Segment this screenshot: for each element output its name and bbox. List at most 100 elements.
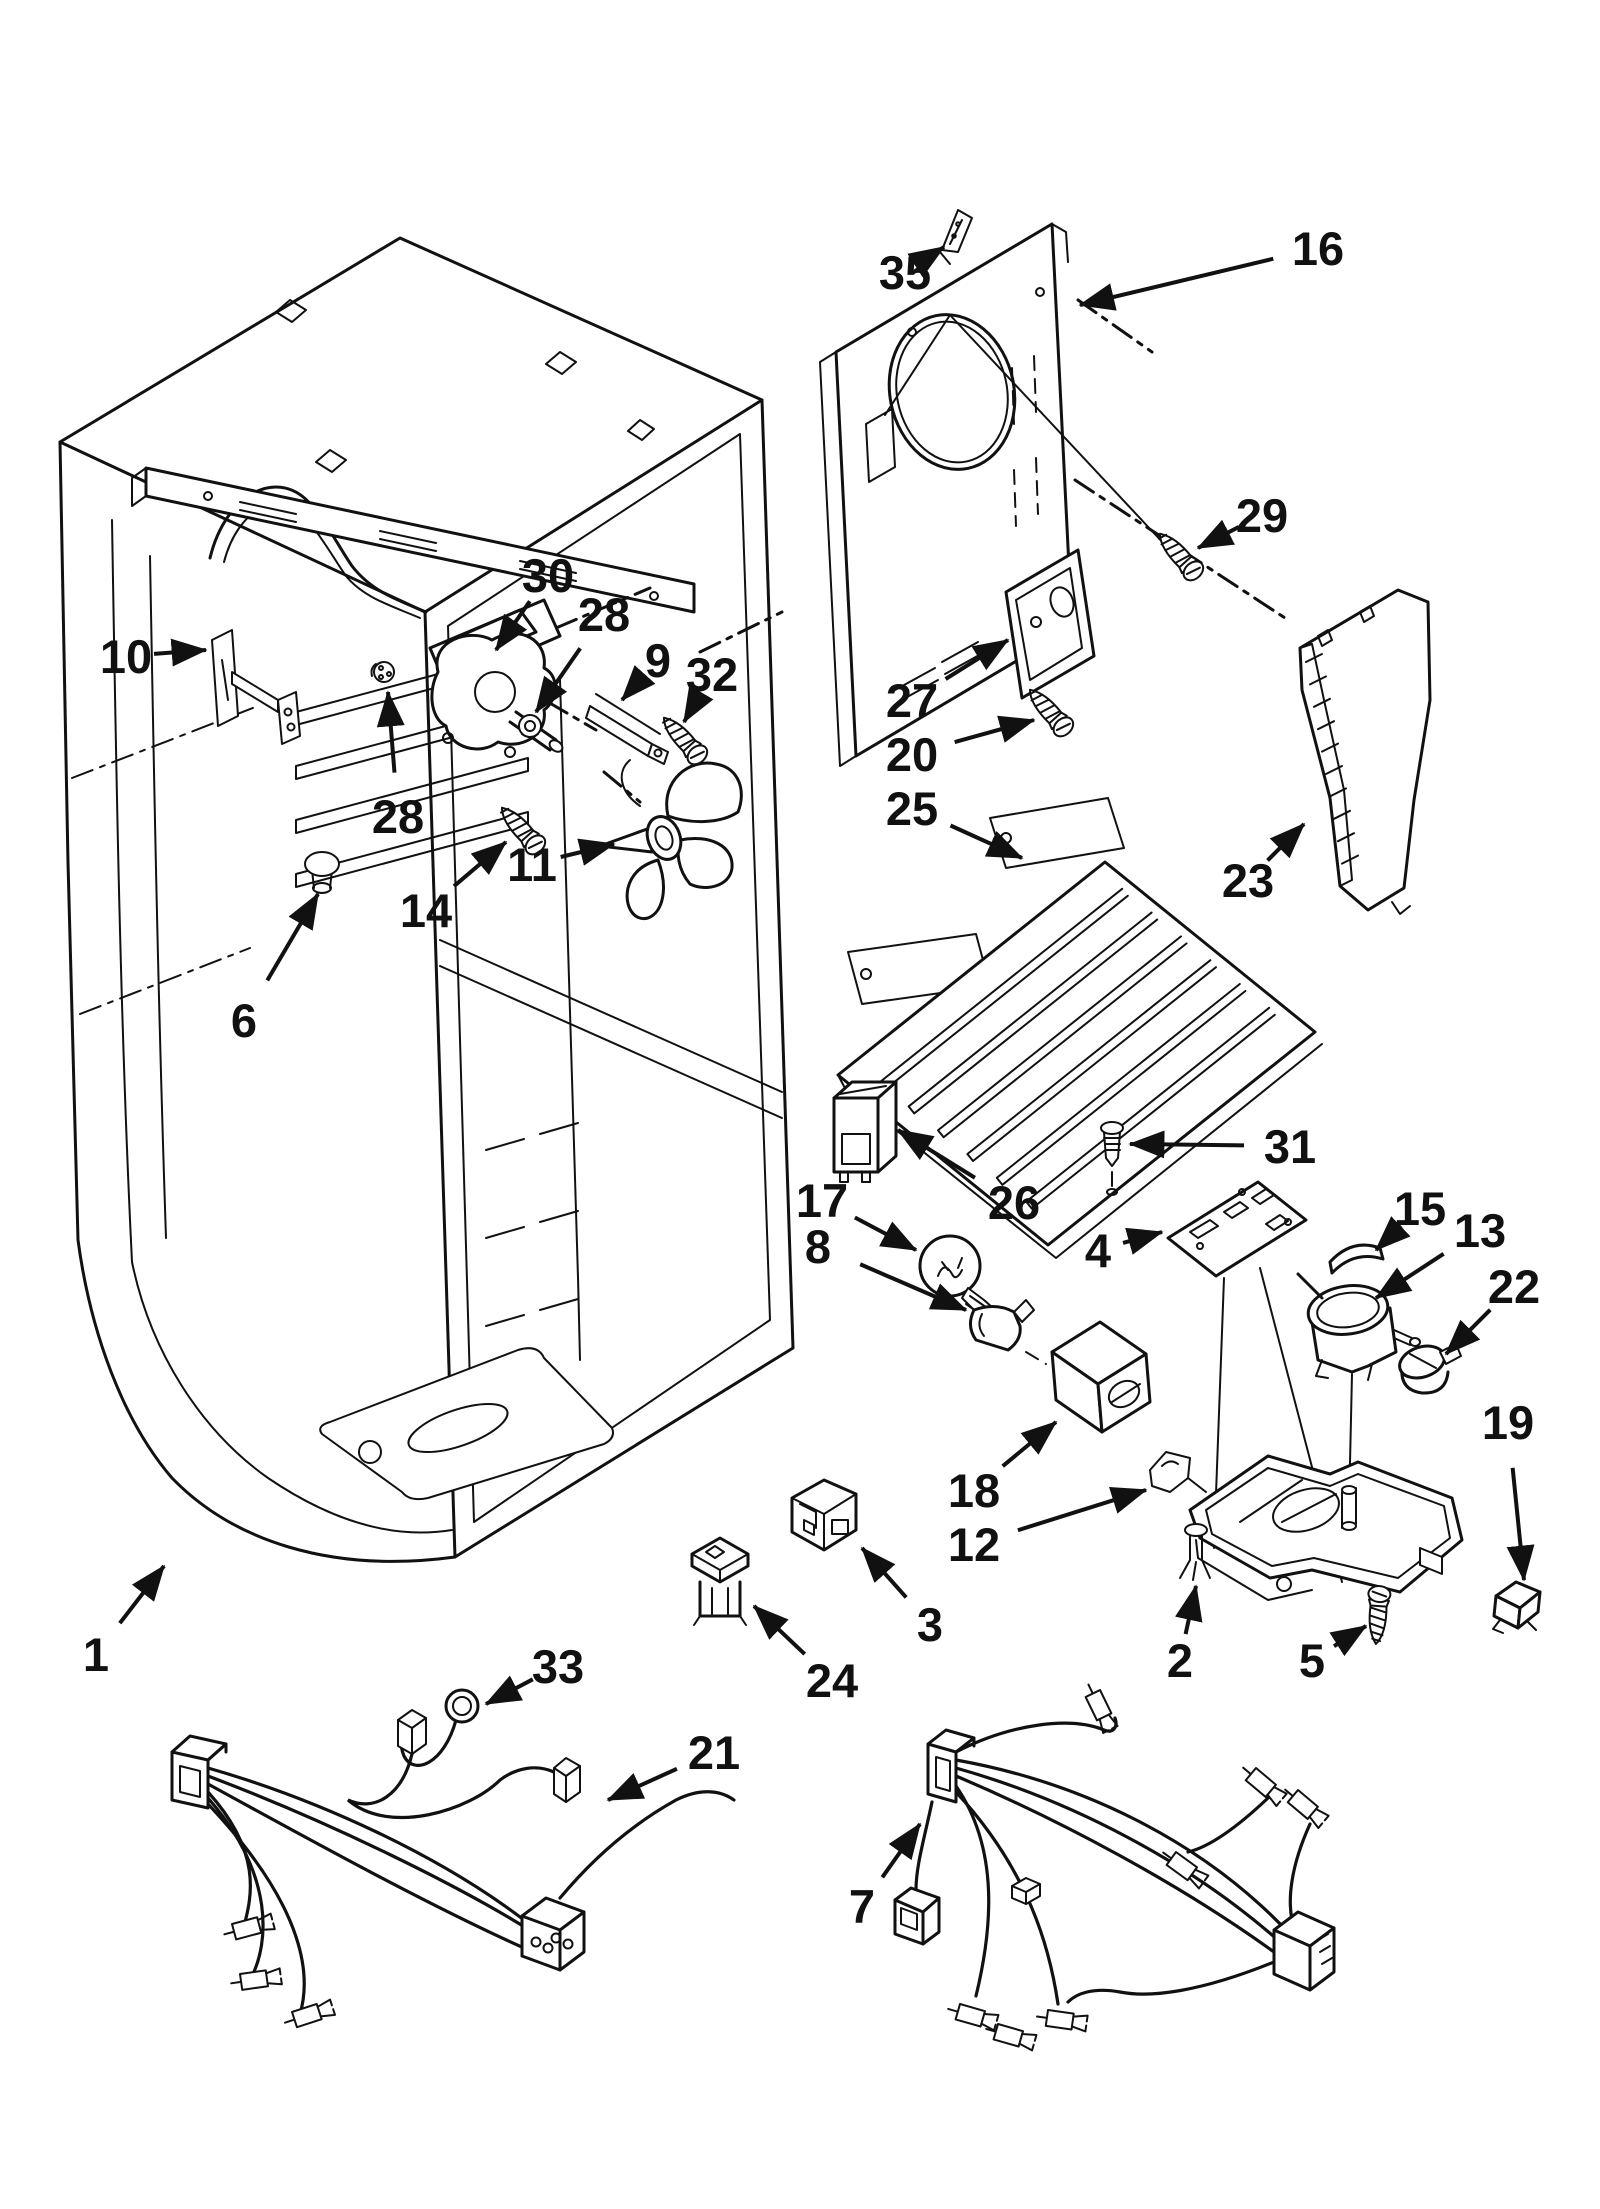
callout-number: 13 [1454, 1204, 1506, 1257]
motor-bracket [585, 693, 669, 765]
callout-31-push-pin: 31 [1128, 1120, 1316, 1173]
evaporator [836, 797, 1323, 1259]
callout-20-screw: 20 [886, 715, 1036, 781]
callout-number: 1 [83, 1628, 109, 1681]
callout-arrow [452, 840, 508, 888]
callout-number: 29 [1236, 489, 1288, 542]
air-duct-grille [1305, 653, 1359, 865]
callout-arrow [560, 838, 616, 866]
grommet [518, 714, 542, 738]
callout-arrow [949, 823, 1024, 860]
callout-number: 28 [578, 588, 630, 641]
callout-7-wiring-harness: 7 [849, 1822, 922, 1933]
thermostat [1296, 1272, 1421, 1553]
callout-arrow [907, 245, 946, 278]
callout-26-relay: 26 [896, 1128, 1040, 1229]
fan-blade [598, 759, 743, 921]
callout-25-evaporator: 25 [886, 782, 1024, 860]
callout-arrow [880, 1822, 922, 1879]
callout-number: 21 [688, 1726, 740, 1779]
callout-arrow [265, 892, 320, 982]
callout-arrow [1506, 1467, 1535, 1582]
thermistor [397, 1688, 480, 1767]
callout-number: 15 [1394, 1182, 1446, 1235]
bulb-socket [969, 1299, 1047, 1365]
callout-23-air-duct: 23 [1222, 822, 1306, 907]
switch [690, 1536, 750, 1626]
callout-2-push-fastener: 2 [1167, 1584, 1203, 1687]
callout-arrow [484, 1675, 534, 1706]
callout-arrow [494, 600, 532, 652]
callout-number: 9 [645, 634, 671, 687]
retainer-clip [1328, 1243, 1385, 1275]
callout-3-wire-clip: 3 [860, 1546, 943, 1651]
callout-number: 30 [522, 549, 574, 602]
callout-arrow [1374, 1252, 1445, 1300]
callout-arrow [1001, 1420, 1058, 1468]
callout-15-retainer-clip: 15 [1374, 1182, 1446, 1252]
cover-clip [939, 209, 973, 265]
callout-12-console-bracket: 12 [948, 1486, 1148, 1571]
callout-arrow [1444, 1308, 1492, 1356]
liner [58, 236, 795, 1563]
callout-number: 19 [1482, 1396, 1534, 1449]
callout-arrow [1078, 256, 1274, 311]
callout-number: 22 [1488, 1260, 1540, 1313]
liner-shelves [295, 649, 579, 1327]
callout-33-thermistor: 33 [484, 1640, 584, 1706]
callout-14-screw: 14 [400, 840, 508, 937]
callout-18-light-lens: 18 [948, 1420, 1058, 1517]
air-duct [1298, 588, 1432, 915]
push-pin [1100, 1121, 1124, 1196]
callout-number: 32 [686, 648, 738, 701]
grommet [370, 661, 395, 683]
callout-arrow [606, 1766, 678, 1802]
push-fastener [1179, 1523, 1211, 1581]
callout-9-motor-bracket: 9 [620, 634, 671, 702]
callout-13-thermostat: 13 [1374, 1204, 1506, 1300]
access-plate [1004, 548, 1096, 700]
callout-number: 6 [231, 994, 257, 1047]
callout-19-clip: 19 [1482, 1396, 1535, 1582]
plug-button [304, 851, 340, 894]
callout-arrow [1175, 1584, 1203, 1635]
callout-arrow [752, 1604, 807, 1656]
callout-number: 26 [988, 1176, 1040, 1229]
callout-arrow [534, 647, 582, 714]
callout-32-screw: 32 [682, 648, 738, 724]
wiring-harness-right [893, 1680, 1336, 2052]
callout-arrow [1374, 1216, 1411, 1252]
callout-number: 17 [796, 1174, 848, 1227]
callout-number: 25 [886, 782, 938, 835]
callout-number: 2 [1167, 1634, 1193, 1687]
callout-number: 14 [400, 884, 452, 937]
callout-arrow [954, 715, 1036, 745]
clip [1492, 1580, 1542, 1634]
callout-arrow [860, 1546, 908, 1599]
callout-30-fan-motor: 30 [494, 549, 574, 652]
callout-number: 18 [948, 1464, 1000, 1517]
callout-number: 10 [100, 630, 152, 683]
callout-number: 33 [532, 1640, 584, 1693]
relay [832, 1080, 898, 1183]
callout-4-control-board: 4 [1085, 1224, 1164, 1277]
callout-24-switch: 24 [752, 1604, 858, 1707]
callout-arrow [376, 690, 405, 773]
callout-number: 5 [1299, 1634, 1325, 1687]
callout-arrow [944, 638, 1010, 681]
callout-arrow [896, 1128, 976, 1180]
callout-number: 16 [1292, 222, 1344, 275]
callout-number: 3 [917, 1598, 943, 1651]
callout-8-bulb-socket: 8 [805, 1220, 968, 1312]
callout-arrow [682, 685, 714, 724]
callout-1-liner: 1 [83, 1564, 166, 1681]
callout-number: 31 [1264, 1120, 1316, 1173]
callout-number: 12 [948, 1518, 1000, 1571]
callout-17-light-bulb: 17 [796, 1174, 918, 1252]
callout-arrow [1128, 1130, 1245, 1159]
callout-16-evaporator-cover: 16 [1078, 222, 1344, 311]
callout-11-fan-blade: 11 [507, 838, 616, 891]
callout-number: 20 [886, 728, 938, 781]
